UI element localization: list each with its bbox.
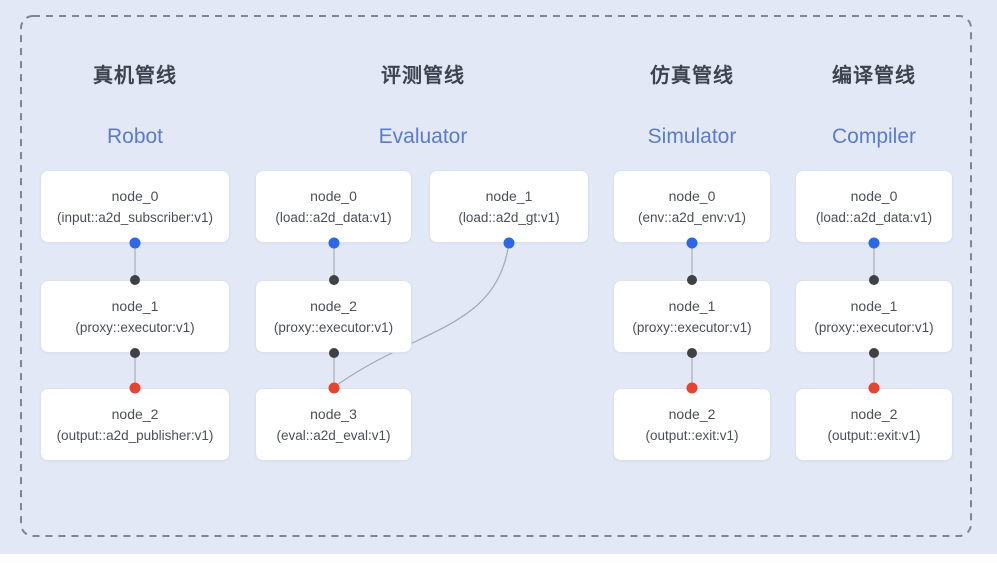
node-name: node_0 <box>111 187 159 204</box>
node-card-robot-node2: node_2 (output::a2d_publisher:v1) <box>40 388 230 461</box>
node-name: node_0 <box>310 187 357 204</box>
node-card-evaluator-node0: node_0 (load::a2d_data:v1) <box>255 170 412 243</box>
node-name: node_1 <box>111 297 159 314</box>
node-card-simulator-node0: node_0 (env::a2d_env:v1) <box>613 170 771 243</box>
node-card-compiler-node2: node_2 (output::exit:v1) <box>795 388 953 461</box>
node-type: (output::a2d_publisher:v1) <box>56 427 214 443</box>
node-card-evaluator-node1: node_1 (load::a2d_gt:v1) <box>429 170 589 243</box>
node-type: (load::a2d_gt:v1) <box>458 209 560 225</box>
pipeline-title-en-simulator: Simulator <box>647 125 737 148</box>
pipeline-title-en-evaluator: Evaluator <box>378 125 468 148</box>
pipeline-title-en-robot: Robot <box>106 125 164 148</box>
node-card-simulator-node2: node_2 (output::exit:v1) <box>613 388 771 461</box>
node-type: (proxy::executor:v1) <box>75 319 195 335</box>
pipeline-title-zh-robot: 真机管线 <box>93 65 177 87</box>
node-name: node_3 <box>310 405 357 422</box>
pipeline-title-zh-evaluator: 评测管线 <box>381 65 465 87</box>
node-type: (env::a2d_env:v1) <box>637 209 747 225</box>
node-name: node_2 <box>850 405 898 422</box>
node-type: (load::a2d_data:v1) <box>275 209 392 225</box>
node-name: node_2 <box>310 297 357 314</box>
node-card-simulator-node1: node_1 (proxy::executor:v1) <box>613 280 771 353</box>
node-name: node_1 <box>850 297 898 314</box>
node-card-compiler-node1: node_1 (proxy::executor:v1) <box>795 280 953 353</box>
node-type: (proxy::executor:v1) <box>632 319 752 335</box>
node-card-compiler-node0: node_0 (load::a2d_data:v1) <box>795 170 953 243</box>
node-type: (output::exit:v1) <box>645 427 739 443</box>
pipeline-title-en-compiler: Compiler <box>831 125 917 148</box>
node-name: node_2 <box>111 405 159 422</box>
node-type: (eval::a2d_eval:v1) <box>276 427 391 443</box>
node-type: (input::a2d_subscriber:v1) <box>56 209 214 225</box>
node-name: node_2 <box>668 405 716 422</box>
node-name: node_0 <box>850 187 898 204</box>
page-bottom-strip <box>0 554 997 563</box>
node-card-evaluator-node3: node_3 (eval::a2d_eval:v1) <box>255 388 412 461</box>
node-type: (output::exit:v1) <box>827 427 921 443</box>
node-card-robot-node1: node_1 (proxy::executor:v1) <box>40 280 230 353</box>
pipeline-title-zh-simulator: 仿真管线 <box>650 65 734 87</box>
pipeline-title-zh-compiler: 编译管线 <box>832 65 916 87</box>
node-type: (load::a2d_data:v1) <box>815 209 933 225</box>
node-card-evaluator-node2: node_2 (proxy::executor:v1) <box>255 280 412 353</box>
node-name: node_1 <box>668 297 716 314</box>
node-type: (proxy::executor:v1) <box>814 319 934 335</box>
node-name: node_1 <box>485 187 533 204</box>
node-type: (proxy::executor:v1) <box>273 319 394 335</box>
node-name: node_0 <box>668 187 716 204</box>
node-card-robot-node0: node_0 (input::a2d_subscriber:v1) <box>40 170 230 243</box>
